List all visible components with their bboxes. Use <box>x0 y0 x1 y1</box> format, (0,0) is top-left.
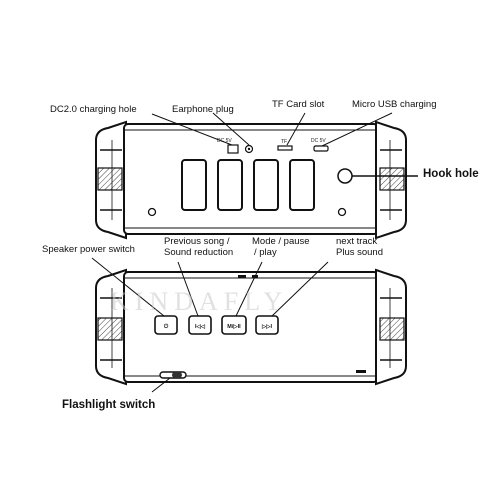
vent-slot-4 <box>289 159 315 211</box>
screw-icon <box>147 207 157 217</box>
bottom-view: ⏻ I◁◁ M/▷II ▷▷I <box>91 257 407 393</box>
label-mode-line2: / play <box>254 247 277 258</box>
earphone-port <box>244 144 254 154</box>
usb-mark: DC 5V <box>311 138 326 144</box>
label-hook-hole: Hook hole <box>423 168 479 180</box>
label-previous-line2: Sound reduction <box>164 247 234 258</box>
power-icon: ⏻ <box>164 323 169 330</box>
leader-next <box>271 261 329 317</box>
label-flashlight-switch: Flashlight switch <box>62 399 156 411</box>
watermark: KINDAFLY <box>110 287 289 316</box>
left-bumper-grip <box>97 167 123 191</box>
flashlight-switch[interactable] <box>159 371 187 379</box>
power-button[interactable]: ⏻ <box>154 315 178 335</box>
mode-play-pause-icon: M/▷II <box>227 323 241 330</box>
leader-flashlight <box>151 377 171 393</box>
right-bumper-grip <box>379 167 405 191</box>
leader-earphone <box>212 112 250 146</box>
tf-mark: TF <box>281 139 287 145</box>
previous-icon: I◁◁ <box>195 323 206 330</box>
leader-usb <box>321 112 393 147</box>
leader-power <box>91 257 165 317</box>
dc-port-mark: DC 5V <box>217 138 232 144</box>
tf-slot: TF <box>277 139 293 151</box>
next-icon: ▷▷I <box>261 323 272 330</box>
vent-slot-1 <box>181 159 207 211</box>
label-previous-song: Previous song / Sound reduction <box>164 236 233 258</box>
vent-slot-2 <box>217 159 243 211</box>
usb-port: DC 5V <box>311 138 329 152</box>
leader-mode <box>235 261 263 317</box>
top-view: DC 5V TF DC 5V <box>95 112 418 240</box>
leader-dc <box>151 113 233 146</box>
label-dc-charging-hole: DC2.0 charging hole <box>50 104 137 115</box>
label-speaker-power: Speaker power switch <box>42 244 135 255</box>
previous-button[interactable]: I◁◁ <box>188 315 212 335</box>
label-mode-line1: Mode / pause <box>252 236 310 247</box>
leader-tf <box>286 112 306 146</box>
label-next-line1: next track <box>336 236 378 247</box>
label-earphone-plug: Earphone plug <box>172 104 234 115</box>
next-button[interactable]: ▷▷I <box>255 315 279 335</box>
leader-prev <box>177 261 199 317</box>
label-micro-usb: Micro USB charging <box>352 99 437 110</box>
label-tf-card-slot: TF Card slot <box>272 99 325 110</box>
label-next-line2: Plus sound <box>336 247 384 258</box>
hook-hole <box>337 168 353 184</box>
screw-icon <box>337 207 347 217</box>
dc-port: DC 5V <box>217 138 239 154</box>
label-next-track: next track Plus sound <box>336 236 383 258</box>
vent-slot-3 <box>253 159 279 211</box>
label-mode: Mode / pause / play <box>252 236 310 258</box>
mode-button[interactable]: M/▷II <box>221 315 247 335</box>
label-previous-line1: Previous song / <box>164 236 230 247</box>
